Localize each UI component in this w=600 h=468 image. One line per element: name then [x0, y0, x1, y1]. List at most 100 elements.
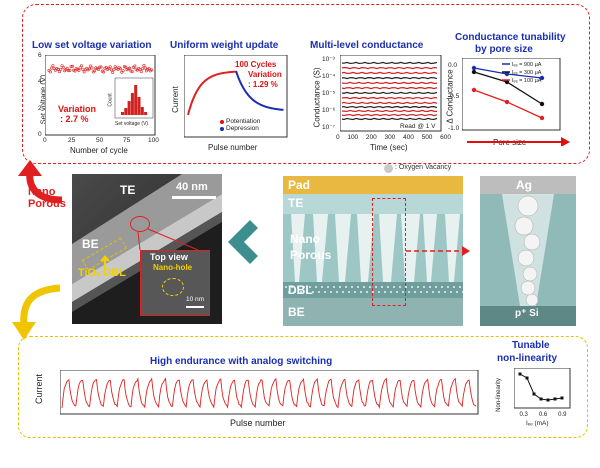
p1-ytick: 0 [38, 131, 42, 138]
vacancy-dot [285, 286, 287, 288]
teal-left-arrow [228, 220, 268, 264]
histogram-bar [144, 112, 147, 115]
oxygen-vacancy-legend: : Oxygen Vacancy [395, 164, 451, 171]
nl-xtick: 0.6 [539, 412, 547, 418]
vacancy-dot [420, 291, 422, 293]
vacancy-dot [441, 286, 443, 288]
vacancy-dot [327, 286, 329, 288]
p1-ytick: 6 [38, 52, 42, 59]
p1-xtick: 100 [148, 137, 159, 144]
p3-ytick: 10⁻⁵ [322, 89, 335, 97]
p3-xticks: 0 100 200 300 400 500 600 [336, 134, 451, 141]
vacancy-dot [336, 291, 338, 293]
histogram-bar [131, 93, 134, 115]
p3-xtick: 0 [336, 134, 340, 141]
p3-xtick: 400 [403, 134, 414, 141]
panel1-variation-label: Variation [58, 104, 96, 114]
p1-xtick: 0 [43, 137, 47, 144]
p4-ytick: -1.0 [448, 125, 459, 132]
p4-legend-900: Iₑₑ = 900 μA [512, 62, 541, 68]
oxygen-vacancy-dot [384, 164, 393, 173]
p3-xtick: 300 [384, 134, 395, 141]
vacancy-dot [345, 286, 347, 288]
schem-zoom-arrow [406, 244, 472, 258]
vacancy-dot [411, 286, 413, 288]
panel1-title: Low set voltage variation [32, 40, 151, 51]
schem-be-label: BE [288, 305, 305, 319]
p3-xtick: 100 [347, 134, 358, 141]
ag-particle [523, 267, 537, 281]
tem-te-label: TE [120, 183, 135, 197]
histogram-bar [128, 101, 131, 115]
ag-particle [518, 196, 538, 216]
vacancy-dot [444, 291, 446, 293]
panel1-plot [45, 55, 157, 141]
tem-scale-label: 40 nm [176, 181, 208, 193]
vacancy-dot [315, 286, 317, 288]
vacancy-dot [456, 291, 458, 293]
nonlinearity-point [519, 373, 522, 376]
tem-scale-bar [172, 196, 216, 199]
p3-ytick: 10⁻³ [322, 55, 335, 63]
vacancy-dot [348, 291, 350, 293]
ag-particle [518, 250, 534, 266]
vacancy-dot [423, 286, 425, 288]
vacancy-dot [324, 291, 326, 293]
p3-ytick: 10⁻⁴ [322, 72, 335, 80]
p2-legend-potentiation: Potentiation [226, 118, 260, 125]
nano-label: Nano [28, 186, 66, 198]
ag-particle [521, 281, 535, 295]
schem-nano-label: Nano [290, 232, 320, 246]
vacancy-dot [417, 286, 419, 288]
vacancy-dot [426, 291, 428, 293]
ag-particle [524, 234, 540, 250]
panel4-title-1: Conductance tunability [455, 32, 566, 43]
histogram-bar [121, 112, 124, 115]
panel2-ylabel: Current [171, 86, 180, 113]
panel2-annot-cycles: 100 Cycles [235, 60, 276, 69]
histogram-bar [141, 107, 144, 115]
nl-plot [514, 368, 572, 410]
tunability-point [540, 116, 544, 120]
schem-te-label: TE [288, 196, 303, 210]
ag-particle [515, 217, 533, 235]
schem-pad-label: Pad [288, 178, 310, 192]
panel2-annot-value: : 1.29 % [248, 80, 278, 89]
p1-xtick: 75 [123, 137, 130, 144]
vacancy-dot [354, 291, 356, 293]
p2-legend-depression: Depression [226, 125, 259, 132]
p3-xtick: 200 [366, 134, 377, 141]
panel2-xlabel: Pulse number [208, 143, 257, 152]
panel1-variation-value: : 2.7 % [60, 114, 89, 124]
schem-zoom-box [372, 198, 406, 306]
nl-ylabel: Non-linearity [496, 378, 502, 412]
pore [335, 214, 351, 282]
histogram-bar [124, 108, 127, 115]
p3-ytick: 10⁻⁶ [322, 106, 335, 114]
panel3-plot [340, 55, 443, 133]
vacancy-dot [429, 286, 431, 288]
vacancy-dot [318, 291, 320, 293]
p1-xtick: 50 [96, 137, 103, 144]
vacancy-dot [333, 286, 335, 288]
nonlinearity-point [533, 393, 536, 396]
p4-ytick: -0.5 [448, 93, 459, 100]
panel3-read-label: Read @ 1 V [400, 123, 436, 130]
tem-topview-label: Top view [150, 252, 188, 262]
vacancy-dot [342, 291, 344, 293]
vacancy-dot [321, 286, 323, 288]
vacancy-dot [366, 291, 368, 293]
vacancy-dot [453, 286, 455, 288]
zoom-pore-panel [480, 176, 576, 326]
tem-nanohole-label: Nano-hole [153, 263, 192, 272]
vacancy-dot [330, 291, 332, 293]
p3-xtick: 600 [440, 134, 451, 141]
panel3-xlabel: Time (sec) [370, 143, 407, 152]
p4-legend-300: Iₑₑ = 300 μA [512, 70, 541, 76]
ag-particle [526, 294, 538, 306]
nl-title-2: non-linearity [497, 353, 557, 364]
porous-label: Porous [28, 198, 66, 210]
nl-xtick: 0.9 [558, 412, 566, 418]
panel2-annot-variation: Variation [248, 70, 282, 79]
vacancy-dot [414, 291, 416, 293]
